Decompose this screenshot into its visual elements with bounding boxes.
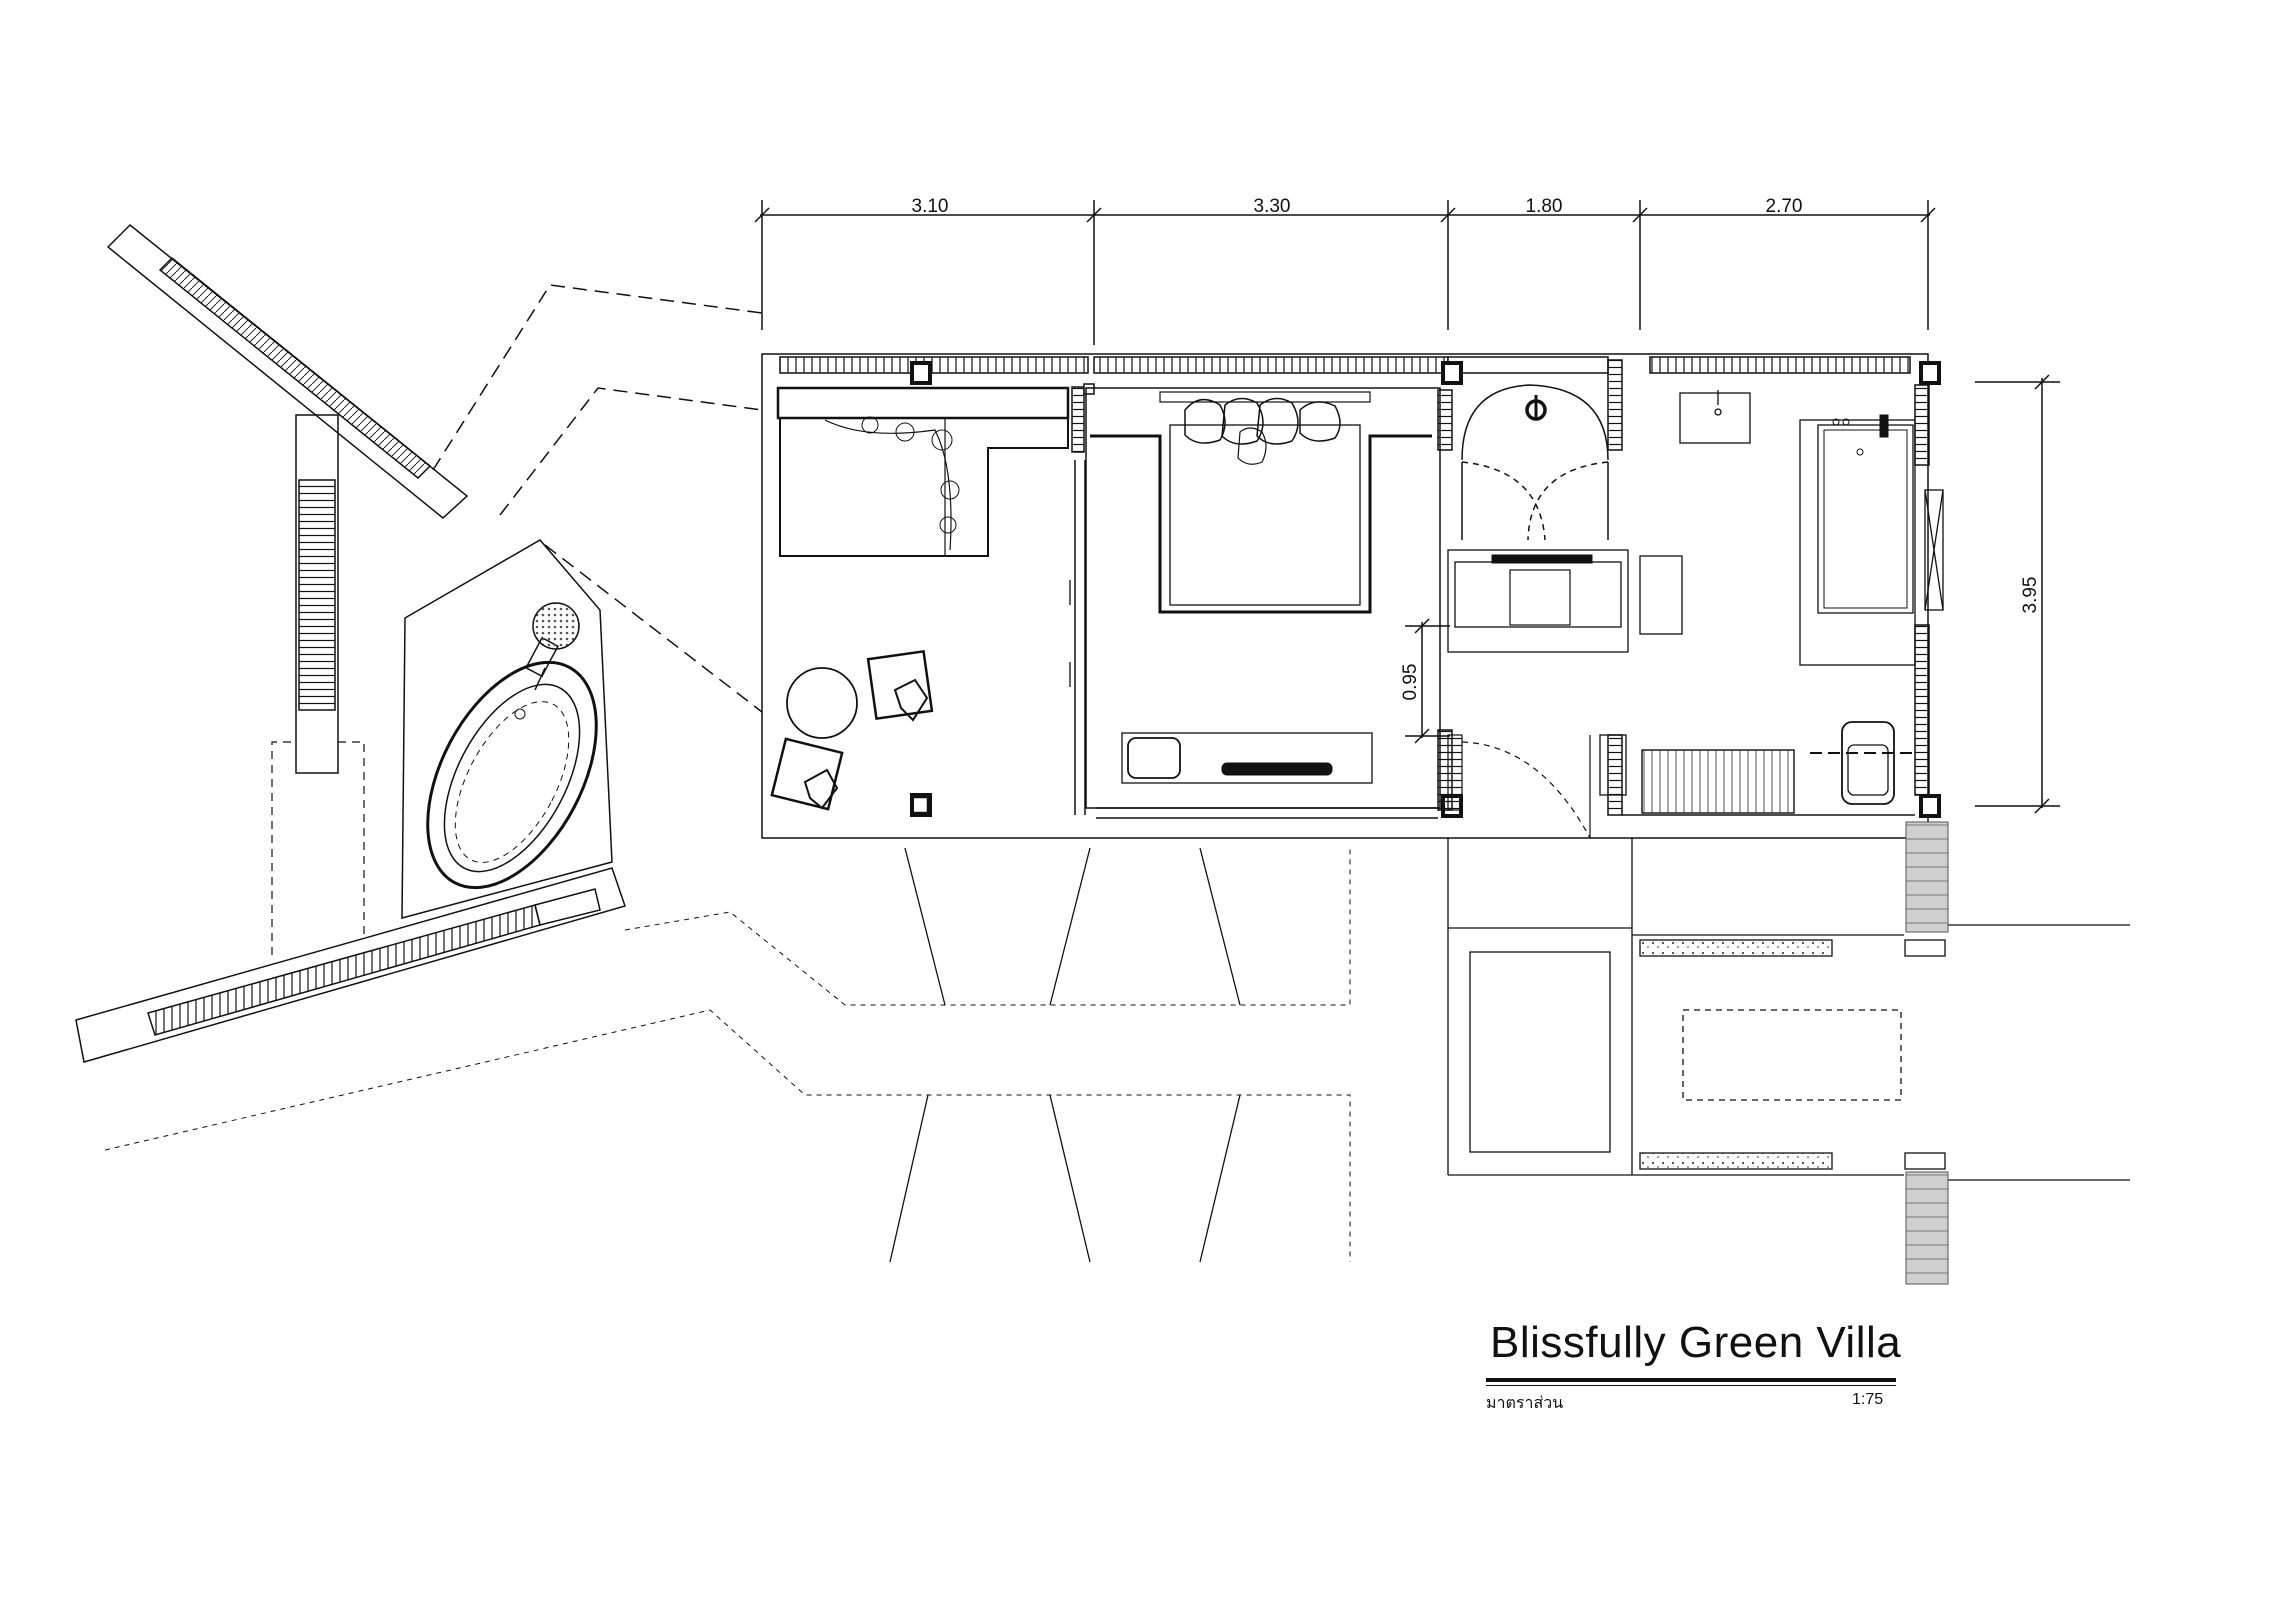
- column-small: [910, 795, 930, 815]
- doors: [1447, 734, 1591, 839]
- dim-corridor: 0.95: [1400, 664, 1421, 701]
- bathroom-sink: [1679, 390, 1751, 444]
- dim-top-1: 3.10: [912, 196, 949, 217]
- structural-columns: [910, 361, 1941, 818]
- drawing-title: Blissfully Green Villa: [1490, 1318, 1902, 1367]
- dim-top-2: 3.30: [1254, 196, 1291, 217]
- double-bed: [1090, 391, 1432, 614]
- lounge-chair-1: [866, 649, 934, 722]
- scale-label: มาตราส่วน: [1486, 1393, 1564, 1412]
- villa-outline: [761, 353, 1929, 839]
- scale-value: 1:75: [1852, 1391, 1884, 1408]
- closet: [1599, 734, 1795, 814]
- lower-staircase: [75, 867, 626, 1063]
- site-fine-dashed: [104, 848, 1351, 1262]
- lounge-sofa: [776, 386, 1070, 557]
- tv-console: [1121, 732, 1373, 784]
- bathtub: [1799, 414, 1916, 666]
- lounge-chair-2: [770, 737, 844, 811]
- title-underline: [1486, 1378, 1896, 1382]
- toilet: [1810, 721, 1915, 805]
- freestanding-bathtub: [426, 602, 598, 890]
- desk-counter: [1447, 549, 1683, 653]
- round-table: [786, 667, 858, 739]
- terrace-steps: [1905, 821, 1949, 1285]
- dim-top-4: 2.70: [1766, 196, 1803, 217]
- terrace: [1447, 838, 2130, 1181]
- basin-arch: [1461, 384, 1609, 541]
- dimension-top: [754, 200, 1936, 345]
- bath-deck-dashed: [271, 741, 365, 955]
- vertical-walkway: [295, 414, 339, 774]
- dimension-right: [1975, 374, 2060, 814]
- diagonal-staircase: [106, 223, 469, 519]
- outdoor-bath-pavilion: [401, 539, 613, 919]
- site-solid-lines: [889, 847, 1241, 1263]
- dim-right: 3.95: [2020, 577, 2041, 614]
- title-underline-thin: [1486, 1385, 1896, 1386]
- site-dashed-outlines: [432, 284, 763, 713]
- top-wall: [779, 356, 1911, 374]
- dim-top-3: 1.80: [1526, 196, 1563, 217]
- window-marks: [1069, 489, 1944, 687]
- bedroom-wall-frame: [1085, 387, 1441, 809]
